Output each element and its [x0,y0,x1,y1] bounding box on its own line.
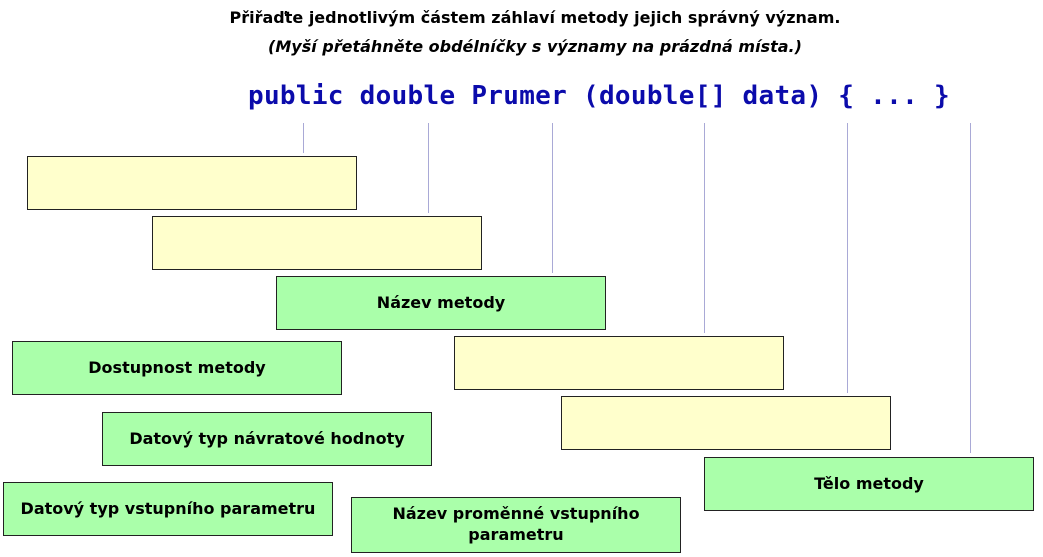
drop-slot-access[interactable] [27,156,357,210]
drop-slot-param-name[interactable] [561,396,891,450]
label-method-body[interactable]: Tělo metody [704,457,1034,511]
label-param-name[interactable]: Název proměnné vstupního parametru [351,497,681,553]
guide-line-prumer [552,123,553,273]
label-method-name[interactable]: Název metody [276,276,606,330]
label-param-type[interactable]: Datový typ vstupního parametru [3,482,333,536]
label-access-modifier[interactable]: Dostupnost metody [12,341,342,395]
instruction-title: Přiřaďte jednotlivým částem záhlaví meto… [229,8,841,27]
instruction-hint: (Myší přetáhněte obdélníčky s významy na… [268,37,802,56]
guide-line-body [970,123,971,453]
guide-line-param-name [847,123,848,393]
drop-slot-param-type[interactable] [454,336,784,390]
method-header-code: public double Prumer (double[] data) { .… [248,81,950,111]
guide-line-param-type [704,123,705,333]
label-return-type[interactable]: Datový typ návratové hodnoty [102,412,432,466]
guide-line-double [428,123,429,213]
drop-slot-return-type[interactable] [152,216,482,270]
guide-line-public [303,123,304,153]
